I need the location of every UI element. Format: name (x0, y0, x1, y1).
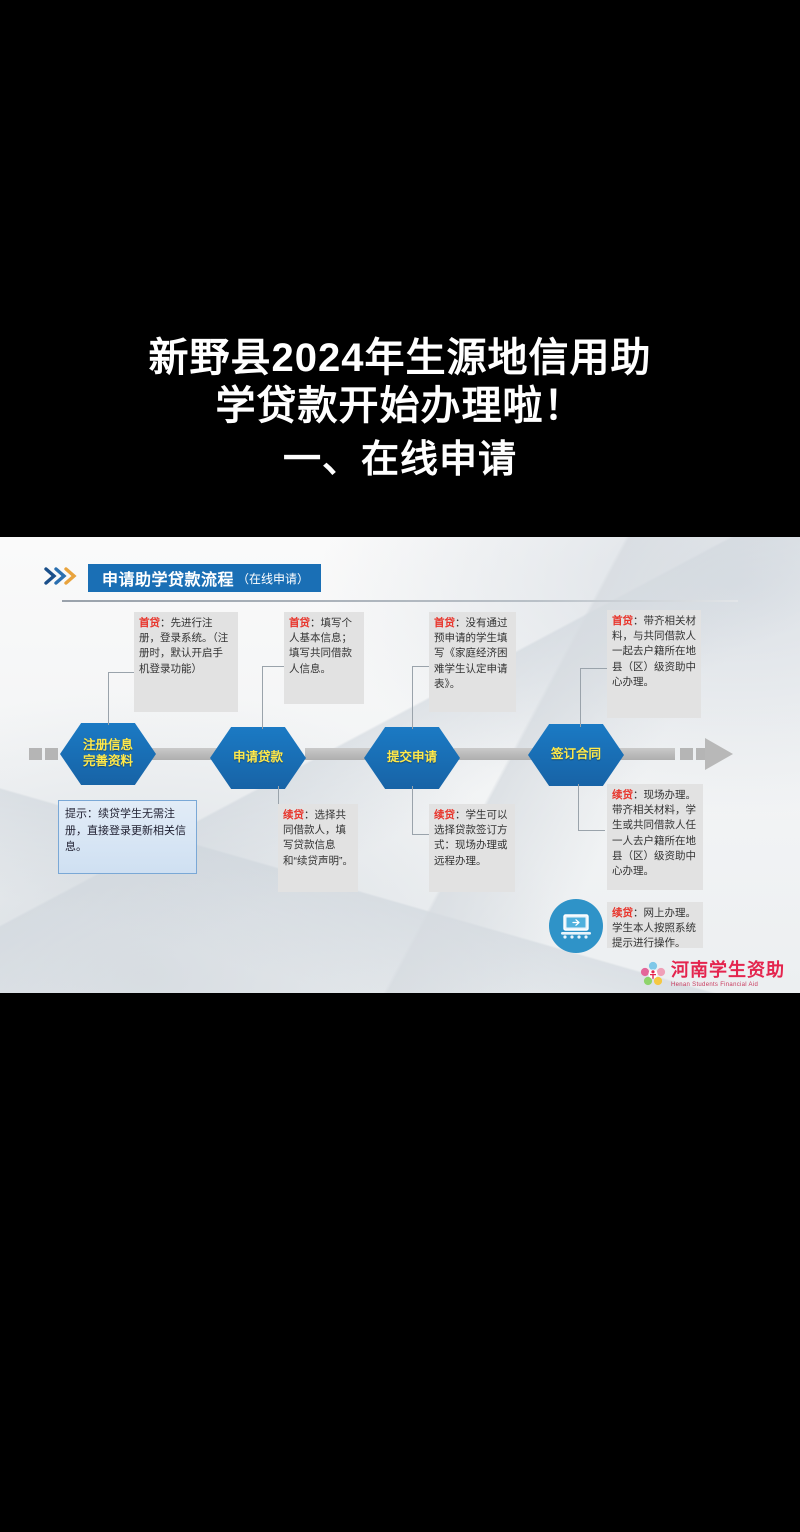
note-tag: 首贷 (139, 617, 160, 629)
note-tag: 首贷 (612, 615, 633, 627)
step-node-sign-contract[interactable]: 签订合同 (528, 724, 624, 786)
note-box-renewal-1: 续贷：选择共同借款人，填写贷款信息和“续贷声明”。 (278, 804, 358, 892)
note-text: ：填写个人基本信息；填写共同借款人信息。 (289, 617, 352, 675)
spine-dash (45, 748, 58, 760)
note-tag: 续贷 (434, 809, 455, 821)
step-node-submit-application[interactable]: 提交申请 (364, 727, 460, 789)
step-label-line1: 申请贷款 (232, 750, 283, 765)
note-box-renewal-4: 续贷：网上办理。学生本人按照系统提示进行操作。 (607, 902, 703, 950)
laptop-computer-icon (549, 899, 603, 953)
spine-dash (680, 748, 693, 760)
tip-box-renewal-no-register: 提示：续贷学生无需注册，直接登录更新相关信息。 (58, 800, 197, 874)
note-tag: 续贷 (612, 789, 633, 801)
spine-dash (29, 748, 42, 760)
step-node-apply-loan[interactable]: 申请贷款 (210, 727, 306, 789)
note-text: ：先进行注册，登录系统。（注册时，默认开启手机登录功能） (139, 617, 229, 675)
double-chevron-right-icon (44, 566, 80, 586)
header-divider (62, 600, 738, 602)
connector-top-3 (412, 666, 430, 729)
logo-text-en: Henan Students Financial Aid (671, 981, 759, 988)
note-text: ：现场办理。带齐相关材料，学生或共同借款人任一人去户籍所在地县（区）级资助中心办… (612, 789, 696, 878)
logo-text-cn: 河南学生资助 (671, 959, 785, 980)
connector-bottom-3 (578, 784, 605, 831)
logo-text-block: 河南学生资助 Henan Students Financial Aid (671, 961, 785, 988)
flowchart-title-banner: 申请助学贷款流程 （在线申请） (88, 564, 322, 592)
step-node-register[interactable]: 注册信息 完善资料 (60, 723, 156, 785)
note-text: ：网上办理。学生本人按照系统提示进行操作。 (612, 907, 696, 950)
title-line-2: 学贷款开始办理啦！ (215, 384, 585, 429)
title-line-3: 一、在线申请 (282, 439, 517, 482)
note-box-first-loan-1: 首贷：先进行注册，登录系统。（注册时，默认开启手机登录功能） (134, 612, 238, 712)
note-box-first-loan-3: 首贷：没有通过预申请的学生填写《家庭经济困难学生认定申请表》。 (429, 612, 516, 712)
flowchart-title-main: 申请助学贷款流程 (102, 572, 235, 589)
note-box-renewal-3: 续贷：现场办理。带齐相关材料，学生或共同借款人任一人去户籍所在地县（区）级资助中… (607, 784, 703, 890)
henan-aid-flower-logo-icon (640, 961, 666, 987)
note-tag: 首贷 (434, 617, 455, 629)
connector-bottom-2 (412, 786, 431, 835)
step-label-line1: 注册信息 (82, 738, 133, 753)
step-label-line1: 提交申请 (386, 750, 437, 765)
note-box-renewal-2: 续贷：学生可以选择贷款签订方式：现场办理或远程办理。 (429, 804, 515, 892)
title-line-1: 新野县2024年生源地信用助 (148, 335, 652, 380)
title-block: 新野县2024年生源地信用助 学贷款开始办理啦！ 一、在线申请 (0, 280, 800, 537)
tip-text: 提示：续贷学生无需注册，直接登录更新相关信息。 (65, 808, 186, 853)
connector-top-4 (580, 668, 608, 727)
henan-student-aid-logo: 河南学生资助 Henan Students Financial Aid (640, 957, 788, 991)
step-label-line2: 完善资料 (82, 754, 133, 768)
flowchart-title-sub: （在线申请） (237, 571, 310, 586)
note-text: ：没有通过预申请的学生填写《家庭经济困难学生认定申请表》。 (434, 617, 508, 690)
note-box-first-loan-4: 首贷：带齐相关材料，与共同借款人一起去户籍所在地县（区）级资助中心办理。 (607, 610, 701, 718)
connector-top-2 (262, 666, 285, 729)
note-text: ：选择共同借款人，填写贷款信息和“续贷声明”。 (283, 809, 353, 867)
note-text: ：带齐相关材料，与共同借款人一起去户籍所在地县（区）级资助中心办理。 (612, 615, 696, 688)
note-text: ：学生可以选择贷款签订方式：现场办理或远程办理。 (434, 809, 508, 867)
spine-arrowhead-icon (705, 738, 733, 770)
note-tag: 续贷 (612, 907, 633, 919)
connector-top-1 (108, 672, 135, 725)
note-tag: 首贷 (289, 617, 310, 629)
note-box-first-loan-2: 首贷：填写个人基本信息；填写共同借款人信息。 (284, 612, 364, 704)
step-label-line1: 签订合同 (550, 747, 601, 762)
note-tag: 续贷 (283, 809, 304, 821)
